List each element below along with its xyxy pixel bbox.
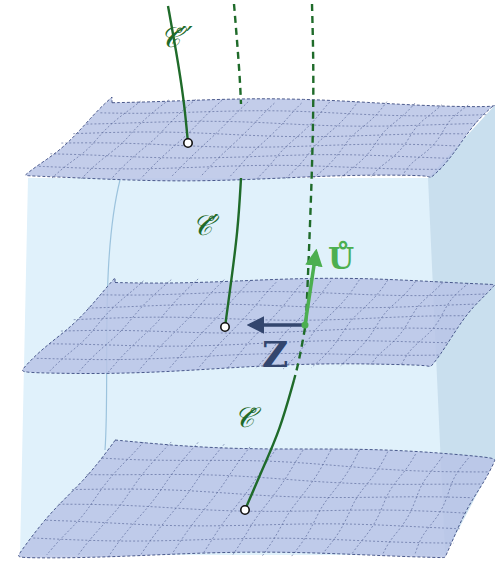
vector-label: Ů bbox=[328, 244, 354, 274]
vector-label: Z bbox=[262, 336, 288, 372]
shift-vector bbox=[250, 323, 305, 327]
worldline bbox=[225, 178, 241, 327]
hypersurface-sheet bbox=[26, 97, 495, 181]
worldline-hidden bbox=[294, 328, 305, 380]
curve-label: 𝒞̊ bbox=[234, 404, 254, 432]
hypersurface-sheet bbox=[19, 440, 495, 558]
hypersurface-sheet bbox=[23, 278, 495, 374]
curve-label: 𝒞̊′ bbox=[192, 212, 218, 240]
worldline bbox=[245, 380, 294, 510]
curve-label: 𝒞̊′′ bbox=[160, 24, 193, 52]
event-dot bbox=[302, 322, 309, 329]
event-point bbox=[241, 506, 249, 514]
event-point bbox=[184, 139, 192, 147]
velocity-vector bbox=[305, 252, 316, 325]
event-point bbox=[221, 323, 229, 331]
worldline-hidden bbox=[234, 4, 241, 104]
